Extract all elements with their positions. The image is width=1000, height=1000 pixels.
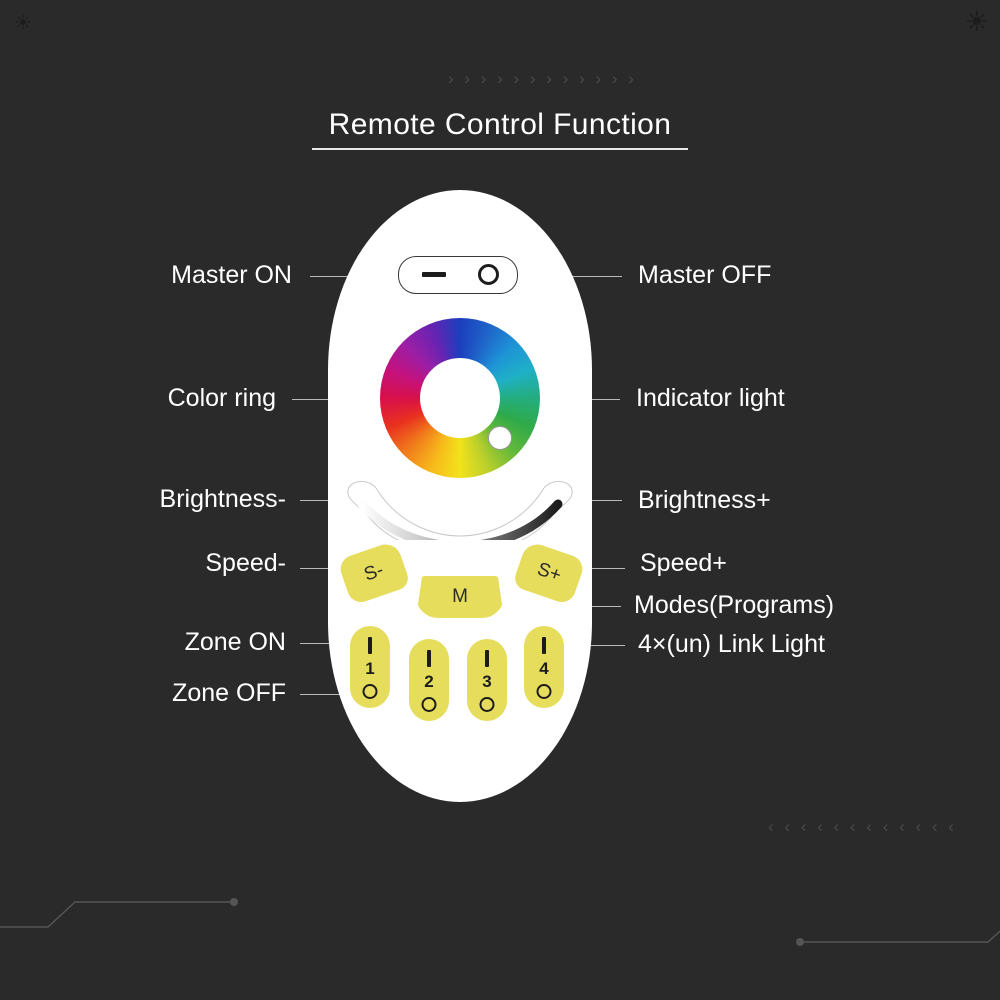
page-title: Remote Control Function bbox=[328, 108, 672, 141]
label-master-off: Master OFF bbox=[638, 261, 772, 289]
color-ring[interactable] bbox=[380, 318, 540, 478]
title-underline bbox=[312, 148, 688, 150]
speed-plus-label: S+ bbox=[534, 558, 564, 587]
zone-3-off-icon[interactable] bbox=[479, 697, 495, 712]
label-modes: Modes(Programs) bbox=[634, 591, 835, 619]
zone-4-off-icon[interactable] bbox=[536, 684, 552, 699]
label-link-light: 4×(un) Link Light bbox=[638, 630, 825, 658]
modes-label: M bbox=[452, 586, 468, 607]
master-off-icon[interactable] bbox=[478, 264, 499, 285]
sun-large-icon bbox=[966, 10, 988, 32]
chevron-right-decoration: › › › › › › › › › › › › bbox=[448, 69, 637, 88]
label-indicator-light: Indicator light bbox=[636, 384, 785, 412]
label-zone-off: Zone OFF bbox=[172, 679, 286, 707]
zone-2-off-icon[interactable] bbox=[421, 697, 437, 712]
brightness-slider[interactable] bbox=[344, 478, 576, 540]
bottom-right-decoration bbox=[796, 930, 1000, 946]
zone-4-on-icon[interactable] bbox=[542, 637, 546, 654]
leader-zone-off bbox=[300, 694, 372, 695]
zone-3-on-icon[interactable] bbox=[485, 650, 489, 667]
zone-2-on-icon[interactable] bbox=[427, 650, 431, 667]
label-color-ring: Color ring bbox=[167, 384, 276, 412]
zone-1-off-icon[interactable] bbox=[362, 684, 378, 699]
zone-1-on-icon[interactable] bbox=[368, 637, 372, 654]
zone-button-4[interactable]: 4 bbox=[524, 626, 564, 708]
color-ring-center bbox=[420, 358, 512, 450]
zone-3-number: 3 bbox=[482, 672, 492, 691]
label-speed-plus: Speed+ bbox=[640, 549, 727, 577]
brightness-gradient-arc bbox=[357, 499, 563, 540]
zone-4-number: 4 bbox=[539, 659, 549, 678]
speed-minus-label: S- bbox=[361, 559, 387, 586]
zone-1-number: 1 bbox=[365, 659, 375, 678]
label-zone-on: Zone ON bbox=[184, 628, 286, 656]
label-speed-minus: Speed- bbox=[205, 549, 286, 577]
label-brightness-plus: Brightness+ bbox=[638, 486, 771, 514]
brightness-track[interactable] bbox=[347, 481, 573, 540]
zone-2-number: 2 bbox=[424, 672, 434, 691]
label-master-on: Master ON bbox=[171, 261, 292, 289]
zone-button-2[interactable]: 2 bbox=[409, 639, 449, 721]
zone-button-1[interactable]: 1 bbox=[350, 626, 390, 708]
label-brightness-minus: Brightness- bbox=[159, 485, 286, 513]
modes-button[interactable]: M bbox=[416, 576, 504, 618]
zone-button-3[interactable]: 3 bbox=[467, 639, 507, 721]
indicator-light bbox=[488, 426, 512, 450]
master-power-pill[interactable] bbox=[398, 256, 518, 294]
bottom-left-decoration bbox=[0, 898, 238, 928]
chevron-left-decoration: ‹ ‹ ‹ ‹ ‹ ‹ ‹ ‹ ‹ ‹ ‹ ‹ bbox=[768, 817, 957, 836]
sun-small-icon bbox=[15, 14, 31, 30]
master-on-icon[interactable] bbox=[422, 272, 446, 277]
